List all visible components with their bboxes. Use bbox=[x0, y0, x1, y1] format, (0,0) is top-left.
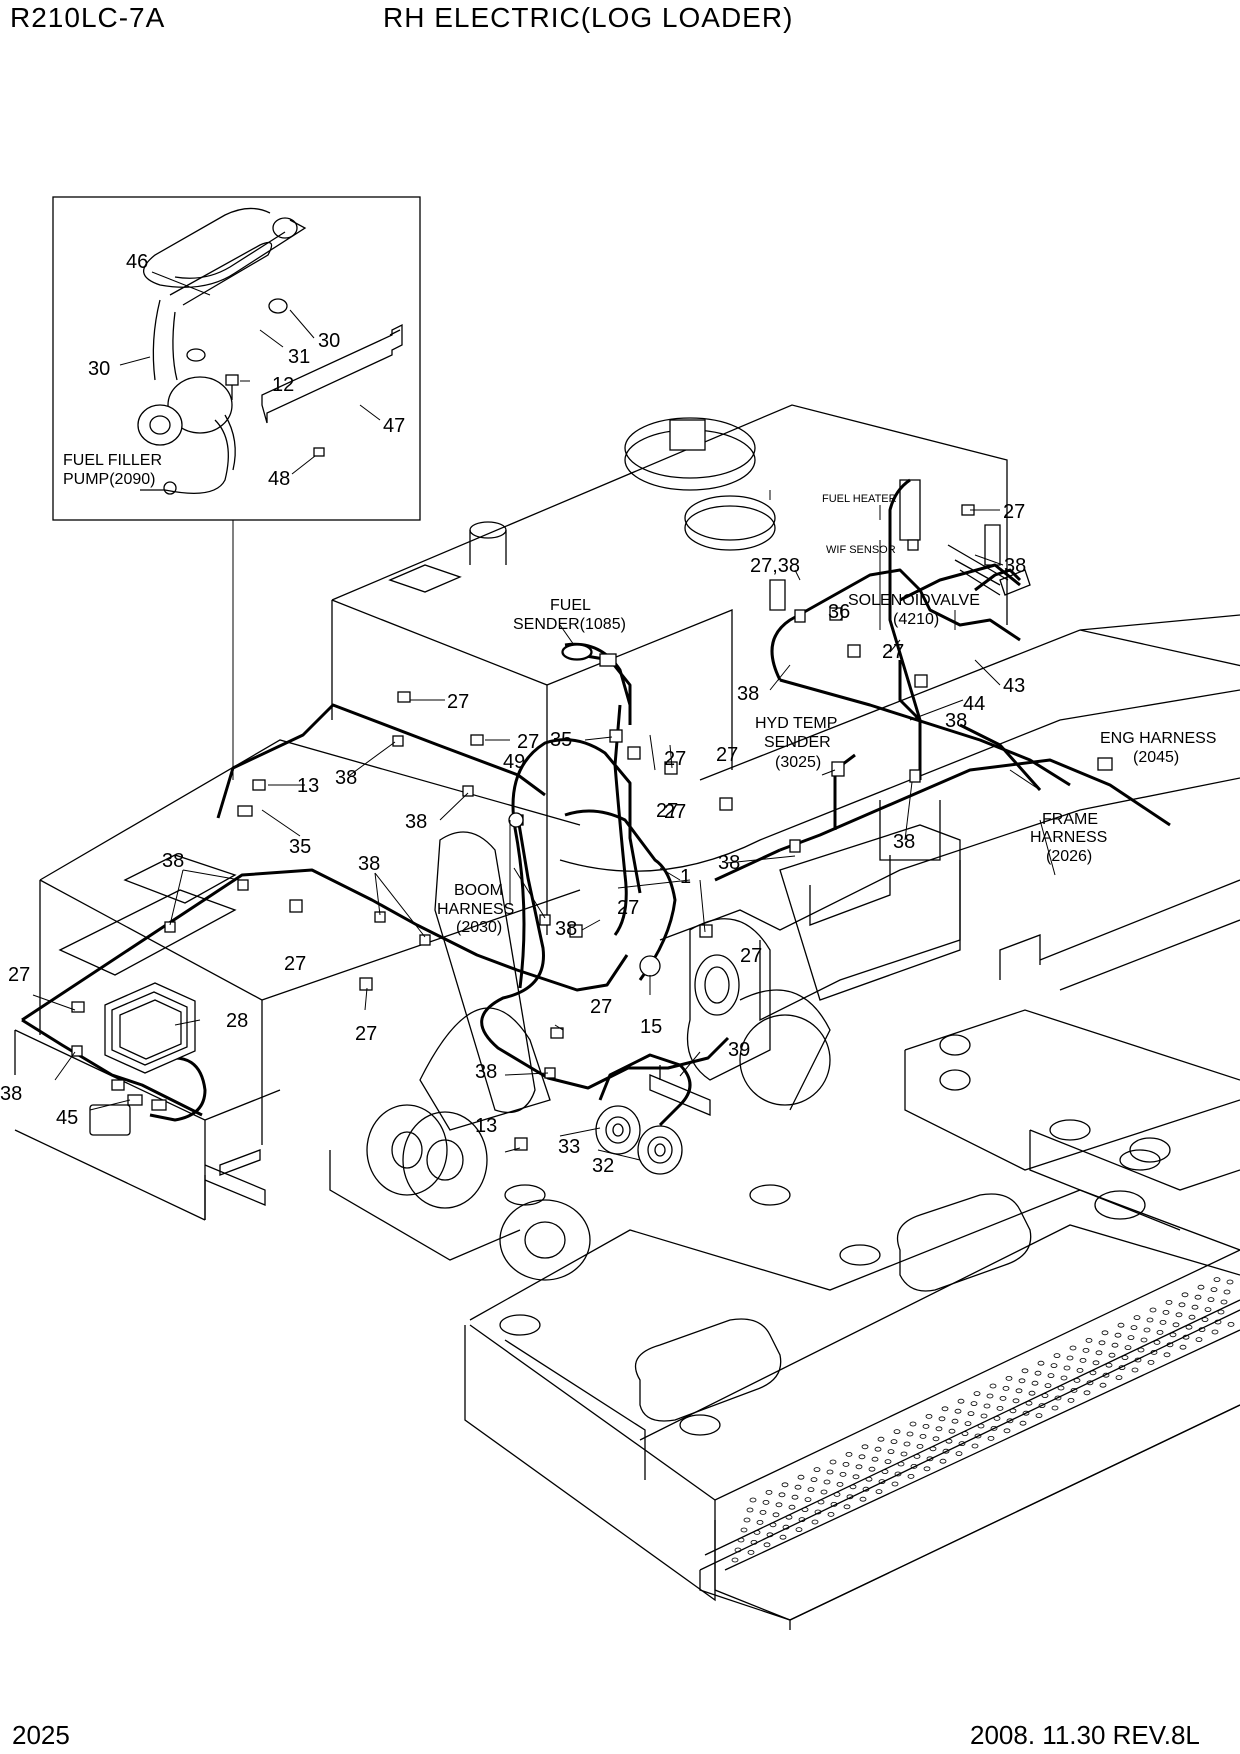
callout: 27,38 bbox=[750, 555, 800, 577]
callout: 38 bbox=[405, 811, 427, 833]
callout: 38 bbox=[162, 850, 184, 872]
callout: 27 bbox=[740, 945, 762, 967]
hyd-temp-sender-label: SENDER bbox=[764, 734, 831, 751]
fuel-sender-label: FUEL bbox=[550, 597, 591, 614]
callout: 30 bbox=[88, 358, 110, 380]
callout: 1 bbox=[680, 866, 691, 888]
wif-sensor-label: WIF SENSOR bbox=[826, 544, 896, 556]
callout: 38 bbox=[0, 1083, 22, 1105]
callout: 49 bbox=[503, 751, 525, 773]
callout: 27 bbox=[664, 801, 686, 823]
callout: 13 bbox=[475, 1115, 497, 1137]
frame-harness-label: HARNESS bbox=[1030, 829, 1107, 846]
callout: 38 bbox=[1004, 555, 1026, 577]
part-callouts: 27 38 27,38 36 27 44 43 38 38 27 27 35 4… bbox=[0, 501, 1026, 1177]
callout: 27 bbox=[355, 1023, 377, 1045]
callout: 38 bbox=[555, 918, 577, 940]
callout: 36 bbox=[828, 601, 850, 623]
callout: 35 bbox=[550, 729, 572, 751]
hyd-temp-sender-label: (3025) bbox=[775, 754, 821, 771]
inset-caption: PUMP(2090) bbox=[63, 471, 155, 488]
eng-harness-label: ENG HARNESS bbox=[1100, 730, 1216, 747]
fuel-sender-label: SENDER(1085) bbox=[513, 616, 626, 633]
page-number: 2025 bbox=[12, 1720, 70, 1750]
callout: 15 bbox=[640, 1016, 662, 1038]
fuel-filler-pump-inset: 46 30 31 30 12 47 48 FUEL FILLER PUMP(20… bbox=[52, 196, 421, 521]
boom-harness-label: (2030) bbox=[456, 919, 502, 936]
callout: 32 bbox=[592, 1155, 614, 1177]
callout: 45 bbox=[56, 1107, 78, 1129]
callout: 46 bbox=[126, 251, 148, 273]
callout: 12 bbox=[272, 374, 294, 396]
callout: 27 bbox=[517, 731, 539, 753]
leader-lines bbox=[32, 490, 1056, 1161]
callout: 27 bbox=[664, 748, 686, 770]
callout: 27 bbox=[617, 897, 639, 919]
frame-harness-label: (2026) bbox=[1046, 848, 1092, 865]
frame-harness-label: FRAME bbox=[1042, 811, 1098, 828]
inset-caption: FUEL FILLER bbox=[63, 452, 162, 469]
callout: 27 bbox=[882, 641, 904, 663]
component-labels: FUEL SENDER(1085) FUEL HEATER WIF SENSOR… bbox=[437, 493, 1216, 936]
callout: 44 bbox=[963, 693, 985, 715]
hyd-temp-sender-label: HYD TEMP bbox=[755, 715, 837, 732]
components bbox=[71, 479, 1113, 1175]
callout: 35 bbox=[289, 836, 311, 858]
step-plate-perforations bbox=[731, 1277, 1235, 1563]
callout: 13 bbox=[297, 775, 319, 797]
callout: 27 bbox=[284, 953, 306, 975]
callout: 47 bbox=[383, 415, 405, 437]
callout: 39 bbox=[728, 1039, 750, 1061]
callout: 27 bbox=[447, 691, 469, 713]
callout: 38 bbox=[893, 831, 915, 853]
machine-frame bbox=[14, 404, 1240, 1630]
callout: 38 bbox=[475, 1061, 497, 1083]
model-number: R210LC-7A bbox=[10, 2, 165, 33]
callout: 38 bbox=[945, 710, 967, 732]
callout: 27 bbox=[656, 800, 678, 822]
callout: 38 bbox=[335, 767, 357, 789]
fuel-heater-label: FUEL HEATER bbox=[822, 493, 897, 505]
callout: 27 bbox=[8, 964, 30, 986]
revision-date: 2008. 11.30 REV.8L bbox=[970, 1720, 1200, 1750]
boom-harness-label: HARNESS bbox=[437, 901, 514, 918]
boom-harness-label: BOOM bbox=[454, 882, 503, 899]
eng-harness-label: (2045) bbox=[1133, 749, 1179, 766]
callout: 27 bbox=[1003, 501, 1025, 523]
callout: 43 bbox=[1003, 675, 1025, 697]
callout: 27 bbox=[716, 744, 738, 766]
callout: 30 bbox=[318, 330, 340, 352]
callout: 31 bbox=[288, 346, 310, 368]
callout: 38 bbox=[737, 683, 759, 705]
callout: 38 bbox=[358, 853, 380, 875]
solenoid-valve-label: (4210) bbox=[893, 611, 939, 628]
solenoid-valve-label: SOLENOIDVALVE bbox=[848, 592, 980, 609]
callout: 48 bbox=[268, 468, 290, 490]
callout: 38 bbox=[718, 852, 740, 874]
page-title: RH ELECTRIC(LOG LOADER) bbox=[383, 2, 793, 33]
callout: 28 bbox=[226, 1010, 248, 1032]
callout: 33 bbox=[558, 1136, 580, 1158]
callout: 27 bbox=[590, 996, 612, 1018]
